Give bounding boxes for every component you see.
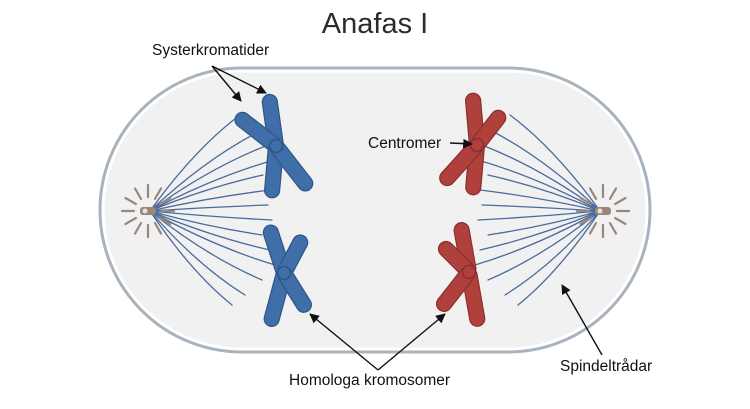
centrosome-left [120, 183, 176, 239]
aster-ray [614, 196, 627, 206]
spindle-fibers-arrow [561, 284, 603, 356]
spindle-fiber [487, 174, 601, 212]
homologous-arrow-left [309, 313, 379, 371]
spindle-fiber [487, 210, 601, 236]
aster-ray [124, 216, 137, 226]
centriole-core [597, 208, 603, 214]
aster-ray [153, 187, 163, 200]
centrosome-right [575, 183, 631, 239]
spindle-fiber [149, 114, 241, 212]
aster-ray [579, 216, 592, 226]
aster-ray [133, 222, 143, 235]
diagram-title: Anafas I [321, 8, 429, 40]
centromere [276, 265, 292, 281]
aster-ray [614, 216, 627, 226]
homologous-arrow-right [377, 313, 446, 371]
cell-body [103, 71, 647, 349]
spindle-fiber [474, 210, 601, 266]
aster-ray [159, 216, 172, 226]
spindle-fiber [504, 210, 601, 296]
spindle-fiber [479, 210, 601, 251]
spindle-fiber [149, 159, 275, 212]
cell-membrane [98, 66, 652, 354]
aster-ray [153, 222, 163, 235]
centromere [469, 137, 485, 153]
spindle-fiber [149, 210, 276, 266]
aster-ray [124, 196, 137, 206]
centriole [595, 207, 611, 215]
centromere [461, 264, 477, 280]
spindle-fiber [479, 189, 601, 212]
sister-chromatids-label: Systerkromatider [152, 42, 270, 59]
spindle-fiber [149, 210, 233, 306]
spindle-fiber [149, 210, 246, 296]
spindle-fiber [477, 210, 601, 221]
sister-chromatids-arrow-2 [211, 65, 267, 94]
centriole-core [142, 208, 148, 214]
spindle-fiber [509, 114, 601, 212]
aster-ray [159, 196, 172, 206]
aster-ray [588, 187, 598, 200]
centriole [140, 207, 156, 215]
spindle-fiber [489, 129, 601, 212]
aster-ray [608, 222, 618, 235]
aster-ray [133, 187, 143, 200]
spindle-fiber [517, 210, 601, 306]
sister-chromatids-arrow-1 [211, 65, 242, 102]
aster-ray [608, 187, 618, 200]
spindle-fiber [149, 129, 263, 212]
centromere-label: Centromer [368, 135, 442, 152]
spindle-fiber [149, 210, 273, 221]
centromere-arrow [449, 138, 473, 149]
chromosome-blue-bottom [262, 224, 312, 327]
spindle-fibers-label: Spindeltrådar [560, 358, 653, 375]
spindle-fiber [149, 189, 271, 212]
chromosome-red-bottom [435, 222, 486, 327]
aster-ray [588, 222, 598, 235]
spindle-fiber [477, 159, 601, 212]
homologous-chromosomes-label: Homologa kromosomer [289, 372, 451, 389]
spindle-fiber [149, 210, 263, 281]
centromere [268, 138, 284, 154]
spindle-fiber [149, 174, 264, 212]
chromosome-blue-top [234, 93, 314, 199]
spindle-fiber [149, 210, 271, 251]
spindle-fibers-left [149, 114, 276, 306]
chromosome-red-top [439, 92, 507, 196]
aster-ray [579, 196, 592, 206]
spindle-fiber [149, 210, 263, 236]
